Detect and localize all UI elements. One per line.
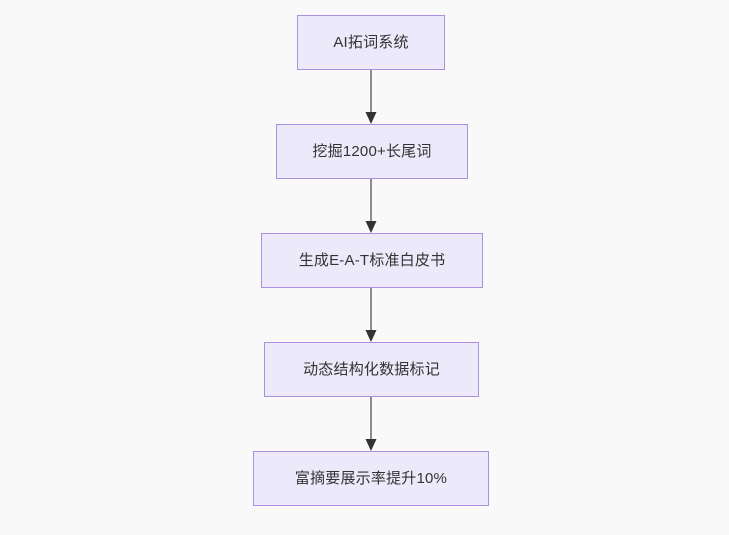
flowchart-node-longtail-keywords[interactable]: 挖掘1200+长尾词 xyxy=(276,124,468,179)
flowchart-node-structured-data-markup[interactable]: 动态结构化数据标记 xyxy=(264,342,479,397)
node-label: AI拓词系统 xyxy=(333,33,409,51)
node-label: 动态结构化数据标记 xyxy=(303,360,440,378)
edge-arrow-n1-n2 xyxy=(365,70,377,124)
edge-arrow-n2-n3 xyxy=(365,179,377,233)
node-label: 富摘要展示率提升10% xyxy=(294,469,448,487)
flowchart-node-rich-snippet-result[interactable]: 富摘要展示率提升10% xyxy=(253,451,489,506)
node-label: 生成E-A-T标准白皮书 xyxy=(298,251,446,269)
edge-arrow-n4-n5 xyxy=(365,397,377,451)
flowchart-node-eat-whitepaper[interactable]: 生成E-A-T标准白皮书 xyxy=(261,233,483,288)
flowchart-node-ai-keyword-system[interactable]: AI拓词系统 xyxy=(297,15,445,70)
node-label: 挖掘1200+长尾词 xyxy=(312,142,432,160)
edge-arrow-n3-n4 xyxy=(365,288,377,342)
